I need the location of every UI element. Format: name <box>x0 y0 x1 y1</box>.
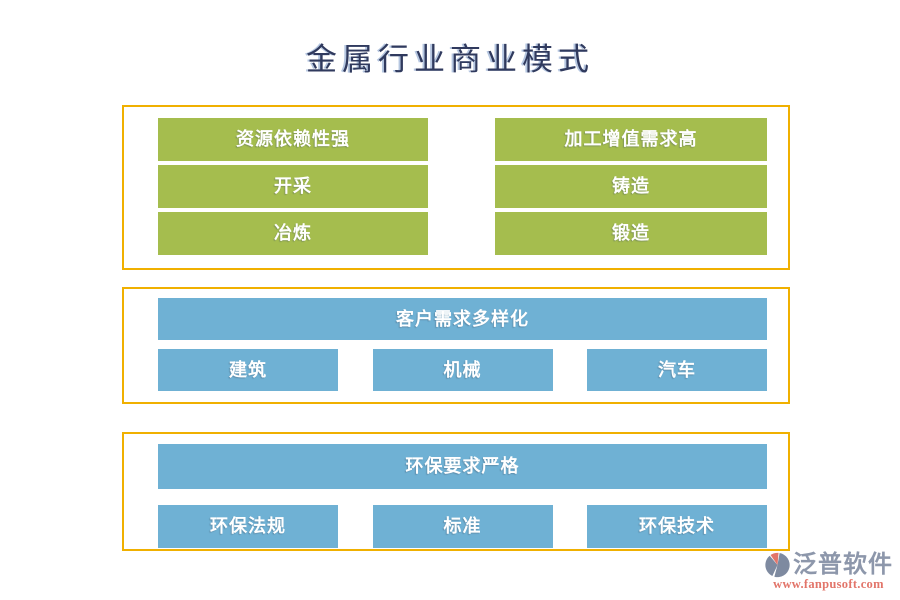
section-environmental-requirements: 环保要求严格 环保法规 标准 环保技术 <box>122 432 790 551</box>
watermark-brand: 泛普软件 <box>793 552 893 578</box>
watermark: 泛普软件 www.fanpusoft.com <box>764 552 893 592</box>
section-customer-demand: 客户需求多样化 建筑 机械 汽车 <box>122 287 790 404</box>
box-machinery: 机械 <box>372 349 553 391</box>
box-env-regulations: 环保法规 <box>158 505 338 548</box>
box-processing-value-demand: 加工增值需求高 <box>495 118 767 161</box>
watermark-url: www.fanpusoft.com <box>773 577 884 591</box>
box-mining: 开采 <box>158 165 428 208</box>
box-forging: 锻造 <box>495 212 767 255</box>
box-environmental-requirement-header: 环保要求严格 <box>158 444 767 489</box>
box-smelting: 冶炼 <box>158 212 428 255</box>
box-env-technology: 环保技术 <box>587 505 767 548</box>
box-standards: 标准 <box>372 505 553 548</box>
box-resource-dependence: 资源依赖性强 <box>158 118 428 161</box>
fanpu-logo-icon <box>765 552 790 578</box>
customer-demand-row: 建筑 机械 汽车 <box>158 349 767 391</box>
environmental-row: 环保法规 标准 环保技术 <box>158 505 767 548</box>
box-automobile: 汽车 <box>587 349 767 391</box>
page-title: 金属行业商业模式 <box>306 42 594 77</box>
watermark-top-row: 泛普软件 <box>764 552 893 578</box>
box-casting: 铸造 <box>495 165 767 208</box>
section-industry-characteristics: 资源依赖性强 开采 冶炼 加工增值需求高 铸造 锻造 <box>122 105 790 270</box>
box-customer-demand-header: 客户需求多样化 <box>158 298 767 340</box>
processing-column: 加工增值需求高 铸造 锻造 <box>495 118 767 268</box>
resource-column: 资源依赖性强 开采 冶炼 <box>158 118 428 268</box>
box-construction: 建筑 <box>158 349 338 391</box>
